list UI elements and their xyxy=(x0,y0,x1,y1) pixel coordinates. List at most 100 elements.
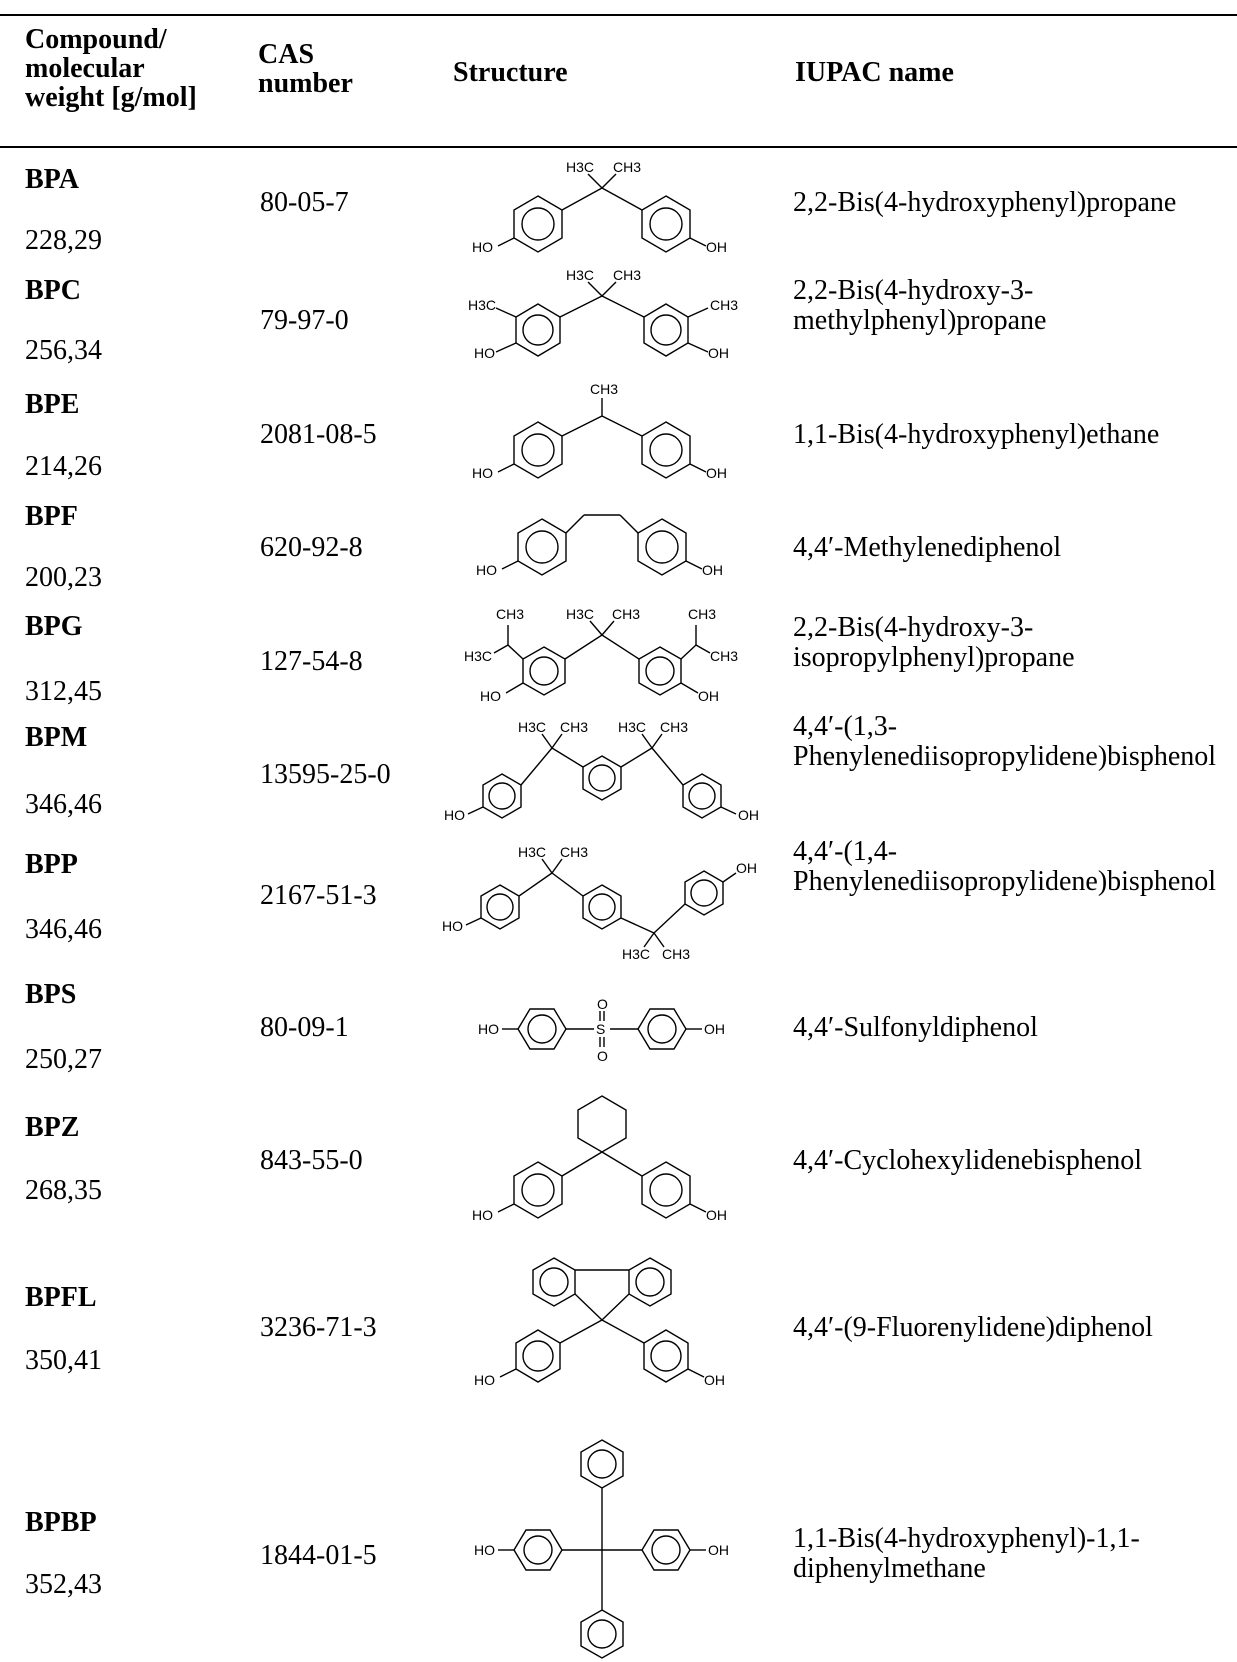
cas-number: 13595-25-0 xyxy=(260,759,391,790)
table-row: BPZ 268,35 843-55-0 HO OH 4,4′-Cyclohexy… xyxy=(0,1078,1237,1238)
compound-code: BPG xyxy=(25,611,83,642)
header-cas-line-1: CAS xyxy=(258,39,315,70)
methyl-label: CH3 xyxy=(496,606,524,622)
structure-drawing: HO OH xyxy=(430,485,775,595)
hydroxyl-label: HO xyxy=(476,562,497,578)
iupac-name: 1,1-Bis(4-hydroxyphenyl)ethane xyxy=(793,419,1160,450)
methyl-label: H3C xyxy=(622,946,650,962)
methyl-label: CH3 xyxy=(613,159,641,175)
oxygen-label: O xyxy=(597,1048,608,1064)
structure-drawing: H3C CH3 H3C CH3 HO OH xyxy=(430,833,775,963)
table-row: BPM 346,46 13595-25-0 H3C CH3 H3C CH3 HO… xyxy=(0,708,1237,833)
structure-drawing: CH3 H3C CH3 CH3 H3C CH3 HO OH xyxy=(430,595,775,708)
header-iupac: IUPAC name xyxy=(795,57,954,88)
table-row: BPE 214,26 2081-08-5 CH3 HO OH 1,1-Bis(4… xyxy=(0,370,1237,485)
hydroxyl-label: OH xyxy=(704,1021,725,1037)
structure-drawing: H3C CH3 H3C CH3 HO OH xyxy=(430,708,775,833)
iupac-name: 4,4′-(1,4-Phenylenediisopropylidene)bisp… xyxy=(793,836,1217,897)
header-compound-line-2: molecular xyxy=(25,53,145,84)
structure-drawing: HO OH xyxy=(430,1398,775,1659)
hydroxyl-label: OH xyxy=(706,1207,727,1223)
hydroxyl-label: HO xyxy=(478,1021,499,1037)
iupac-name: 4,4′-(9-Fluorenylidene)diphenol xyxy=(793,1312,1153,1343)
methyl-label: H3C xyxy=(566,606,594,622)
methyl-label: H3C xyxy=(618,719,646,735)
cas-number: 2167-51-3 xyxy=(260,880,377,911)
header-structure: Structure xyxy=(453,57,568,88)
molecular-weight: 268,35 xyxy=(25,1175,102,1206)
table-row: BPA 228,29 80-05-7 H3C CH3 HO OH 2,2-Bis… xyxy=(0,148,1237,258)
hydroxyl-label: OH xyxy=(704,1372,725,1388)
structure-drawing: CH3 HO OH xyxy=(430,370,775,485)
iupac-name: 2,2-Bis(4-hydroxyphenyl)propane xyxy=(793,187,1177,218)
methyl-label: CH3 xyxy=(688,606,716,622)
iupac-name: 4,4′-Methylenediphenol xyxy=(793,532,1062,563)
table-row: BPC 256,34 79-97-0 H3C CH3 H3C CH3 HO OH… xyxy=(0,258,1237,370)
table-top-rule xyxy=(0,14,1237,16)
header-bottom-rule xyxy=(0,146,1237,148)
cas-number: 620-92-8 xyxy=(260,532,363,563)
structure-drawing: S O O HO OH xyxy=(430,963,775,1078)
iupac-name: 4,4′-Cyclohexylidenebisphenol xyxy=(793,1145,1143,1176)
methyl-label: H3C xyxy=(566,267,594,283)
hydroxyl-label: OH xyxy=(736,860,757,876)
table-row: BPG 312,45 127-54-8 CH3 H3C CH3 CH3 H3C … xyxy=(0,595,1237,708)
hydroxyl-label: OH xyxy=(698,688,719,704)
hydroxyl-label: HO xyxy=(442,918,463,934)
oxygen-label: O xyxy=(597,996,608,1012)
iupac-name: 4,4′-(1,3-Phenylenediisopropylidene)bisp… xyxy=(793,711,1217,772)
molecular-weight: 250,27 xyxy=(25,1044,102,1075)
molecular-weight: 214,26 xyxy=(25,451,102,482)
methyl-label: CH3 xyxy=(710,297,738,313)
methyl-label: CH3 xyxy=(710,648,738,664)
header-cas: CAS number xyxy=(258,40,353,98)
hydroxyl-label: OH xyxy=(708,1542,729,1558)
methyl-label: CH3 xyxy=(662,946,690,962)
hydroxyl-label: HO xyxy=(480,688,501,704)
hydroxyl-label: OH xyxy=(702,562,723,578)
compound-code: BPF xyxy=(25,501,78,532)
molecular-weight: 228,29 xyxy=(25,225,102,256)
hydroxyl-label: HO xyxy=(472,239,493,255)
methyl-label: CH3 xyxy=(560,719,588,735)
molecular-weight: 200,23 xyxy=(25,562,102,593)
hydroxyl-label: OH xyxy=(738,807,759,823)
cas-number: 79-97-0 xyxy=(260,305,349,336)
cas-number: 80-09-1 xyxy=(260,1012,349,1043)
hydroxyl-label: HO xyxy=(474,345,495,361)
compound-code: BPE xyxy=(25,389,80,420)
cas-number: 2081-08-5 xyxy=(260,419,377,450)
methyl-label: CH3 xyxy=(660,719,688,735)
header-compound: Compound/ molecular weight [g/mol] xyxy=(25,25,197,112)
hydroxyl-label: HO xyxy=(472,1207,493,1223)
molecular-weight: 350,41 xyxy=(25,1345,102,1376)
methyl-label: CH3 xyxy=(590,381,618,397)
hydroxyl-label: HO xyxy=(474,1372,495,1388)
methyl-label: H3C xyxy=(566,159,594,175)
cas-number: 127-54-8 xyxy=(260,646,363,677)
compound-code: BPM xyxy=(25,722,88,753)
structure-drawing: H3C CH3 HO OH xyxy=(430,148,775,258)
hydroxyl-label: OH xyxy=(706,465,727,481)
compound-code: BPFL xyxy=(25,1282,97,1313)
molecular-weight: 312,45 xyxy=(25,676,102,707)
methyl-label: CH3 xyxy=(612,606,640,622)
header-cas-line-2: number xyxy=(258,68,353,99)
methyl-label: H3C xyxy=(518,844,546,860)
hydroxyl-label: HO xyxy=(474,1542,495,1558)
compound-code: BPBP xyxy=(25,1507,97,1538)
table-row: BPS 250,27 80-09-1 S O O HO OH 4,4′-Sulf… xyxy=(0,963,1237,1078)
compound-code: BPZ xyxy=(25,1112,80,1143)
header-compound-line-1: Compound/ xyxy=(25,24,167,55)
sulfur-label: S xyxy=(596,1021,605,1037)
hydroxyl-label: HO xyxy=(444,807,465,823)
molecular-weight: 346,46 xyxy=(25,789,102,820)
iupac-name: 4,4′-Sulfonyldiphenol xyxy=(793,1012,1038,1043)
header-compound-line-3: weight [g/mol] xyxy=(25,82,197,113)
compound-code: BPC xyxy=(25,275,81,306)
table-row: BPP 346,46 2167-51-3 H3C CH3 H3C CH3 HO … xyxy=(0,833,1237,963)
methyl-label: CH3 xyxy=(560,844,588,860)
structure-drawing: HO OH xyxy=(430,1078,775,1238)
iupac-name: 2,2-Bis(4-hydroxy-3-isopropylphenyl)prop… xyxy=(793,612,1075,673)
compound-code: BPA xyxy=(25,164,79,195)
